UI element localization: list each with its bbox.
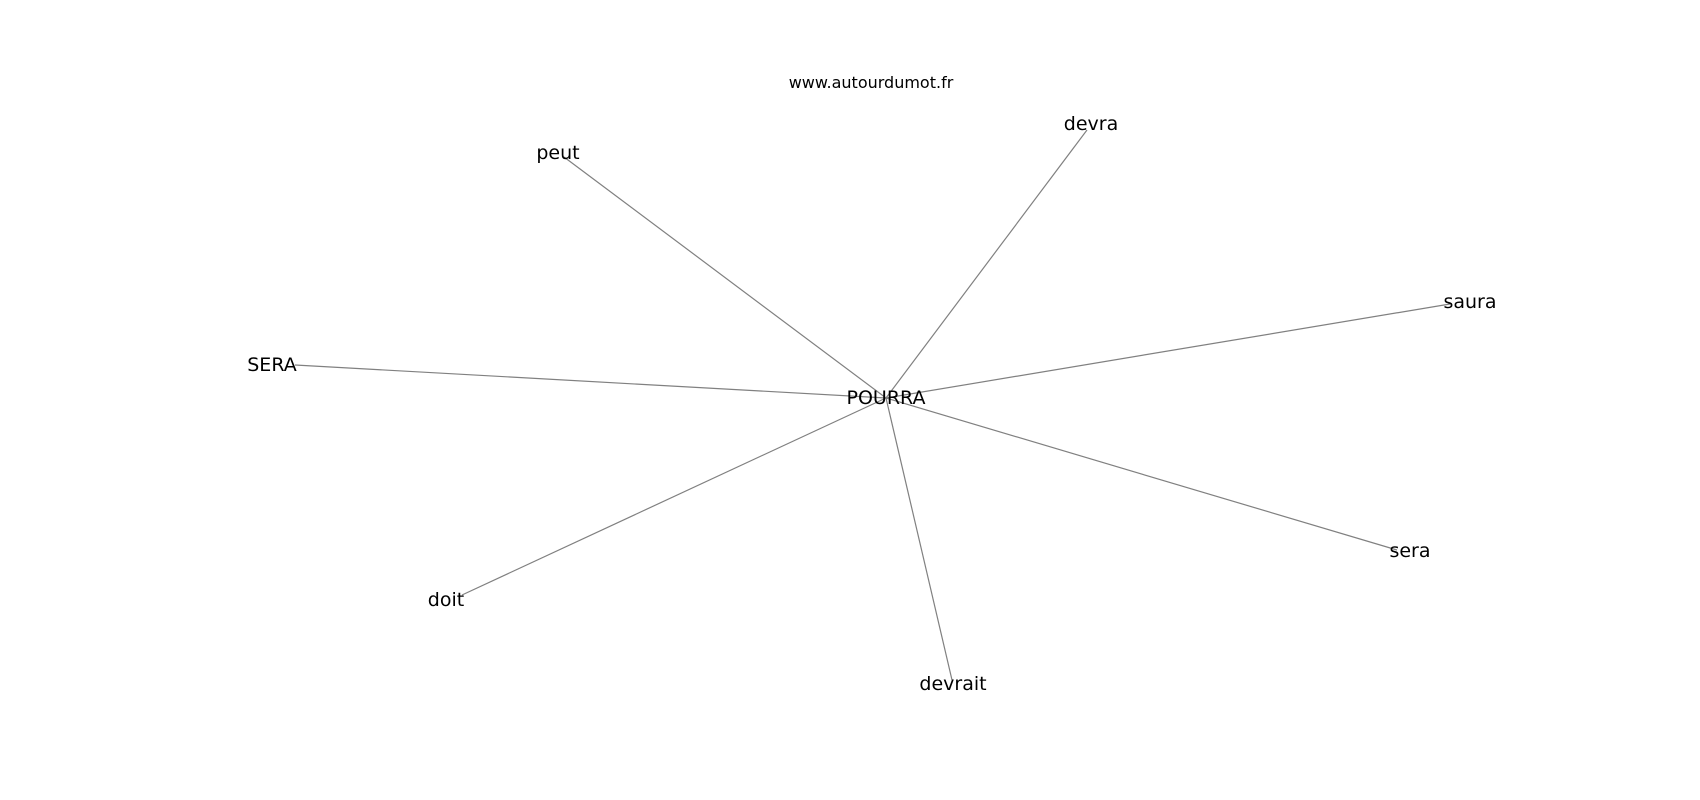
edge-devrait (885, 397, 953, 681)
node-SERA[interactable]: SERA (247, 354, 297, 376)
watermark-text: www.autourdumot.fr (789, 73, 954, 92)
node-peut[interactable]: peut (536, 142, 579, 164)
edge-devra (885, 129, 1088, 399)
edge-peut (563, 156, 887, 399)
graph-edges (294, 129, 1451, 681)
node-devrait[interactable]: devrait (919, 673, 986, 695)
edge-SERA (294, 364, 887, 399)
node-devra[interactable]: devra (1064, 113, 1118, 135)
node-doit[interactable]: doit (428, 589, 464, 611)
node-sera[interactable]: sera (1389, 540, 1430, 562)
edge-sera (885, 397, 1398, 551)
node-saura[interactable]: saura (1443, 291, 1496, 313)
node-center[interactable]: POURRA (847, 387, 926, 409)
edge-saura (885, 303, 1451, 399)
edge-doit (461, 397, 887, 596)
graph-labels: POURRA peut devra saura SERA sera doit d… (247, 113, 1496, 695)
